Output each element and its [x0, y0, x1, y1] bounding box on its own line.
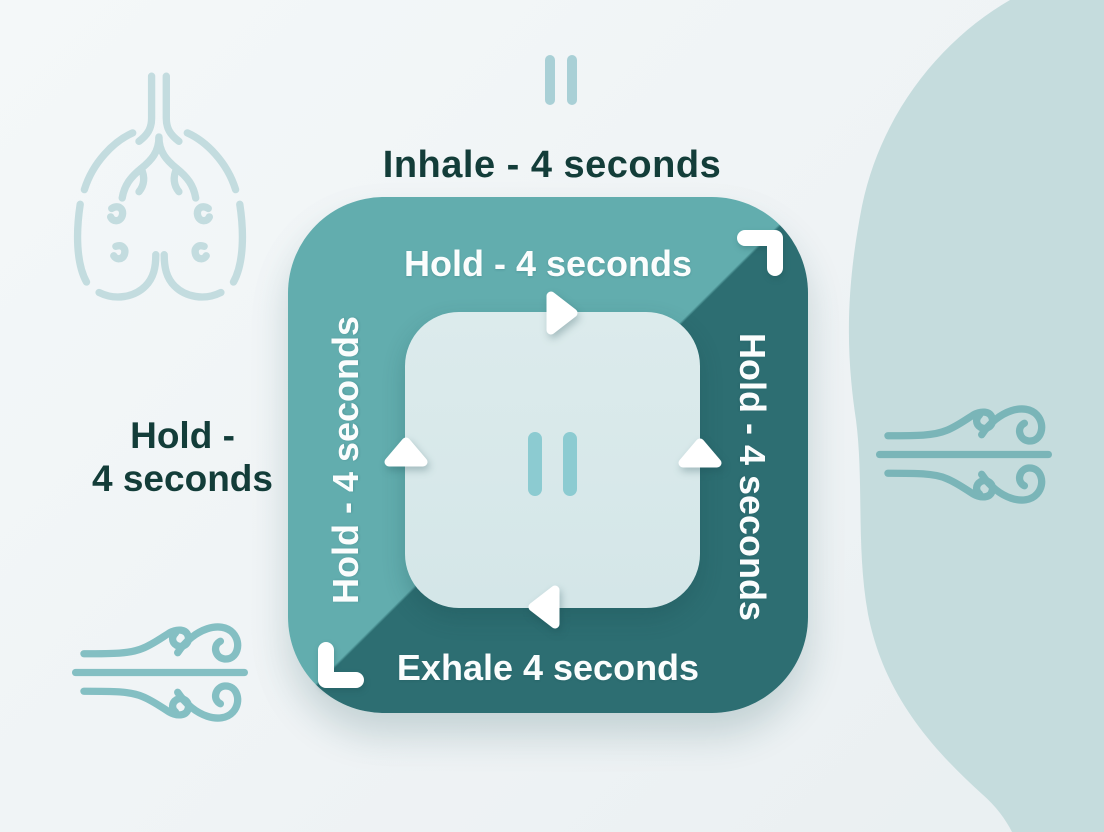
arrow-up-right-icon: [678, 438, 722, 468]
arrow-right-icon: [546, 291, 578, 335]
wind-icon-right: [875, 405, 1052, 504]
hold-top-label: Hold - 4 seconds: [403, 243, 693, 284]
arrow-up-left-icon: [384, 437, 428, 467]
inhale-label: Inhale - 4 seconds: [382, 144, 722, 186]
breathing-cycle-square: Hold - 4 seconds Hold - 4 seconds Hold -…: [288, 197, 808, 713]
hold-left-outside-label: Hold - 4 seconds: [40, 414, 325, 500]
arrow-left-icon: [528, 585, 560, 629]
hold-right-label: Hold - 4 seconds: [732, 332, 773, 622]
pause-bar: [545, 55, 555, 105]
exhale-label: Exhale 4 seconds: [396, 647, 700, 688]
pause-bar: [567, 55, 577, 105]
corner-arrow-top-right-icon: [737, 230, 783, 276]
hold-left-outside-line2: 4 seconds: [92, 458, 273, 499]
hold-left-outside-line1: Hold -: [130, 415, 235, 456]
hold-left-label: Hold - 4 seconds: [325, 315, 366, 605]
wind-icon-left: [71, 623, 248, 722]
lungs-icon: [73, 72, 247, 301]
pause-icon-top: [545, 55, 587, 105]
corner-arrow-bottom-left-icon: [318, 642, 364, 688]
inner-panel: [405, 312, 700, 608]
pause-bar: [528, 432, 542, 496]
pause-icon-center: [528, 432, 577, 496]
pause-bar: [563, 432, 577, 496]
